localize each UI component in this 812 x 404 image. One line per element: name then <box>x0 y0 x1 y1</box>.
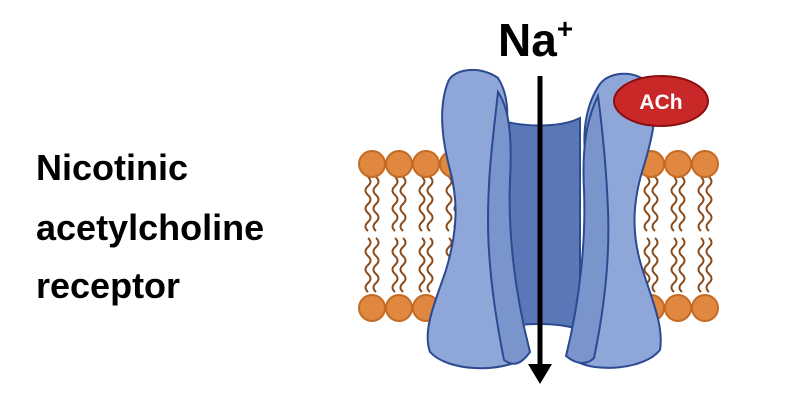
lipid-tail <box>678 237 686 293</box>
lipid-head <box>385 150 413 178</box>
lipid-tail <box>399 237 407 293</box>
lipid-tail <box>643 176 651 232</box>
lipid-tail <box>670 237 678 293</box>
lipid-tail <box>372 176 380 232</box>
lipid-tail <box>445 176 453 232</box>
lipid-tail <box>697 237 705 293</box>
ligand-ellipse <box>613 75 709 127</box>
lipid-tail <box>418 237 426 293</box>
lipid-tail <box>426 237 434 293</box>
lipid-head <box>664 150 692 178</box>
lipid-tail <box>651 176 659 232</box>
lipid-tail <box>697 176 705 232</box>
lipid-tail <box>391 176 399 232</box>
title-line-3: receptor <box>36 265 180 306</box>
channel-subunit-right-inner <box>564 92 610 364</box>
lipid-head <box>358 150 386 178</box>
lipid-tails-upper <box>364 176 713 232</box>
lipid-head <box>358 294 386 322</box>
lipid-tail <box>426 176 434 232</box>
ligand-label: ACh <box>639 91 682 114</box>
title-line-2: acetylcholine <box>36 207 264 248</box>
ion-label: Na+ <box>498 13 573 66</box>
lipid-head <box>412 150 440 178</box>
lipid-head <box>385 294 413 322</box>
lipid-head <box>691 150 719 178</box>
lipid-head <box>664 294 692 322</box>
channel-subunit-left-inner <box>486 89 532 365</box>
ion-flow-arrow <box>528 76 552 384</box>
lipid-tail <box>418 176 426 232</box>
lipid-tail <box>705 237 713 293</box>
lipid-tail <box>670 176 678 232</box>
ion-channel <box>426 68 662 370</box>
title-line-1: Nicotinic <box>36 147 188 188</box>
lipid-tail <box>364 176 372 232</box>
ach-ligand: ACh <box>613 75 709 127</box>
ion-charge-text: + <box>557 13 573 44</box>
receptor-title: Nicotinic acetylcholine receptor <box>36 147 264 306</box>
ion-symbol: Na+ <box>498 13 573 66</box>
lipid-tail <box>364 237 372 293</box>
lipid-head <box>691 294 719 322</box>
lipid-tail <box>705 176 713 232</box>
arrow-head <box>528 364 552 384</box>
lipid-tail <box>678 176 686 232</box>
lipid-tail <box>391 237 399 293</box>
ion-symbol-text: Na <box>498 14 557 66</box>
lipid-tail <box>372 237 380 293</box>
lipid-tail <box>399 176 407 232</box>
lipid-tail <box>651 237 659 293</box>
